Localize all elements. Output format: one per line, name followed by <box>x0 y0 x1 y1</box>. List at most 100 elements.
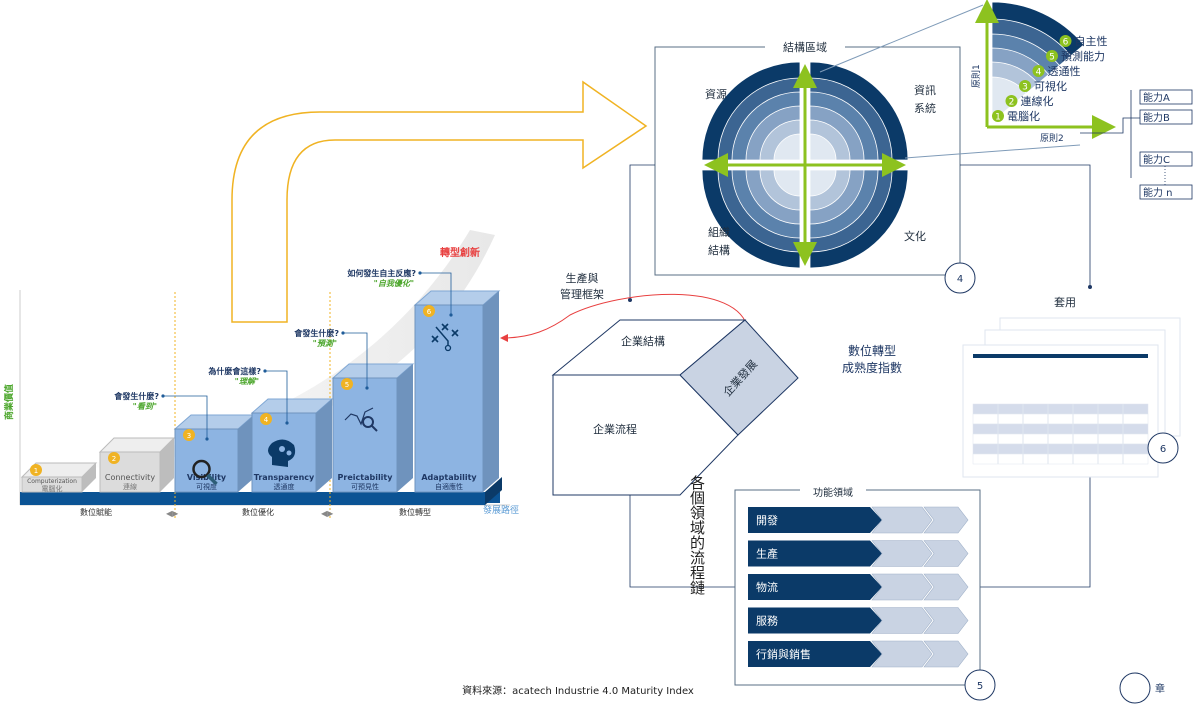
structure-title: 結構區域 <box>783 40 827 54</box>
step-name-en: Connectivity <box>105 473 155 482</box>
step-number-badge <box>260 413 272 425</box>
step-name-en: Preictability <box>338 473 394 482</box>
step-number: 2 <box>112 455 116 463</box>
step-number-badge <box>341 378 353 390</box>
zoom-line <box>819 4 984 73</box>
step-number: 3 <box>187 432 191 440</box>
chapter-4-badge <box>944 262 976 294</box>
level-4: 4 透通性 <box>1032 64 1081 78</box>
step-question: 如何發生自主反應? <box>347 268 416 278</box>
step-name-en: Computerization <box>27 478 77 485</box>
process-chain-label: 各個領域的流程鏈 <box>688 475 706 596</box>
functional-row[interactable]: 行銷與銷售 <box>748 640 969 668</box>
capability-label: 能力A <box>1143 91 1170 104</box>
step-answer: "自我優化" <box>374 279 414 288</box>
step-question: 會發生什麼? <box>293 328 339 338</box>
capability-box: 能力C <box>1139 151 1193 167</box>
level-2: 2 連線化 <box>1005 94 1054 108</box>
transformation-arrow <box>231 80 648 323</box>
quadrant-culture: 文化 <box>904 229 926 243</box>
quadrant-info: 資訊 <box>914 83 936 97</box>
x-axis-label: 原則2 <box>1040 133 1064 144</box>
phase-label: 數位轉型 <box>399 507 431 517</box>
functional-row-label: 開發 <box>756 513 778 527</box>
level-number: 3 <box>1022 83 1028 93</box>
quadrant-systems: 系統 <box>914 101 936 115</box>
step-number: 5 <box>345 381 349 389</box>
step-question: 為什麼會這樣? <box>207 366 261 376</box>
prism-side-highlight <box>679 319 799 436</box>
level-label: 預測能力 <box>1061 49 1105 63</box>
functional-row[interactable]: 生產 <box>748 540 969 567</box>
brain-gears-icon <box>268 439 296 467</box>
feedback-arrow <box>500 293 749 342</box>
apply-label: 套用 <box>1054 296 1076 309</box>
level-number: 1 <box>995 113 1001 123</box>
magnifier-icon <box>192 459 218 486</box>
base-platform <box>20 492 500 505</box>
zoom-line <box>904 144 1081 159</box>
capability-label: 能力 n <box>1143 186 1173 199</box>
connector <box>980 477 1091 588</box>
step-question: 會發生什麼? <box>113 391 159 401</box>
level-label: 可視化 <box>1034 79 1067 93</box>
step-number: 4 <box>264 416 269 424</box>
level-3: 3 可視化 <box>1019 79 1067 93</box>
quadrant-org: 組織 <box>708 226 730 239</box>
capability-label: 能力B <box>1143 111 1170 124</box>
source-note: 資料來源：acatech Industrie 4.0 Maturity Inde… <box>462 684 694 697</box>
connector <box>960 164 1091 287</box>
level-5: 5 預測能力 <box>1046 49 1105 63</box>
chapter-number: 4 <box>957 274 963 285</box>
phase-arrow-icon: ◀▶ <box>166 509 179 518</box>
level-number: 2 <box>1009 98 1015 108</box>
y-axis-label: 商業價值 <box>3 384 15 420</box>
level-number: 5 <box>1049 53 1055 63</box>
step-name-en: Visibility <box>187 473 227 482</box>
level-label: 連線化 <box>1021 94 1054 108</box>
prism-front <box>552 374 739 496</box>
step-answer: "理解" <box>235 377 259 386</box>
structure-wheel <box>701 61 909 269</box>
functional-row[interactable]: 開發 <box>748 506 969 534</box>
y-axis-label: 原則1 <box>971 64 982 88</box>
chapter-legend-label: 章 <box>1155 682 1165 695</box>
chapter-6-badge <box>1147 432 1179 464</box>
functional-row-label: 行銷與銷售 <box>756 647 811 661</box>
level-number: 4 <box>1036 68 1042 78</box>
quadrant-resources: 資源 <box>705 87 727 101</box>
step-name-zh: 可視度 <box>196 482 217 491</box>
chapter-5-badge <box>964 669 996 701</box>
step-number: 6 <box>427 308 432 316</box>
play-strategy-icon <box>431 323 459 352</box>
level-number: 6 <box>1063 38 1069 48</box>
connector <box>629 164 655 300</box>
step-number-badge <box>30 464 42 476</box>
step-answer: "看到" <box>133 402 157 411</box>
innovation-label: 轉型創新 <box>440 246 480 259</box>
phase-arrow-icon: ◀▶ <box>321 509 334 518</box>
step-name-zh: 連線 <box>123 482 137 491</box>
step-name-en: Transparency <box>254 473 315 482</box>
functional-row-label: 物流 <box>756 580 778 594</box>
step-name-zh: 可預見性 <box>351 482 379 491</box>
step-number-badge <box>423 305 435 317</box>
step-name-en: Adaptability <box>421 473 477 482</box>
functional-row[interactable]: 服務 <box>748 607 969 634</box>
framework-label: 生產與 <box>566 271 599 285</box>
level-label: 透通性 <box>1048 64 1081 78</box>
step-number-badge <box>183 429 195 441</box>
quadrant-structure: 結構 <box>708 243 730 257</box>
prism-front-label: 企業流程 <box>593 422 637 436</box>
functional-row[interactable]: 物流 <box>748 573 969 601</box>
phase-label: 數位賦能 <box>80 507 112 517</box>
